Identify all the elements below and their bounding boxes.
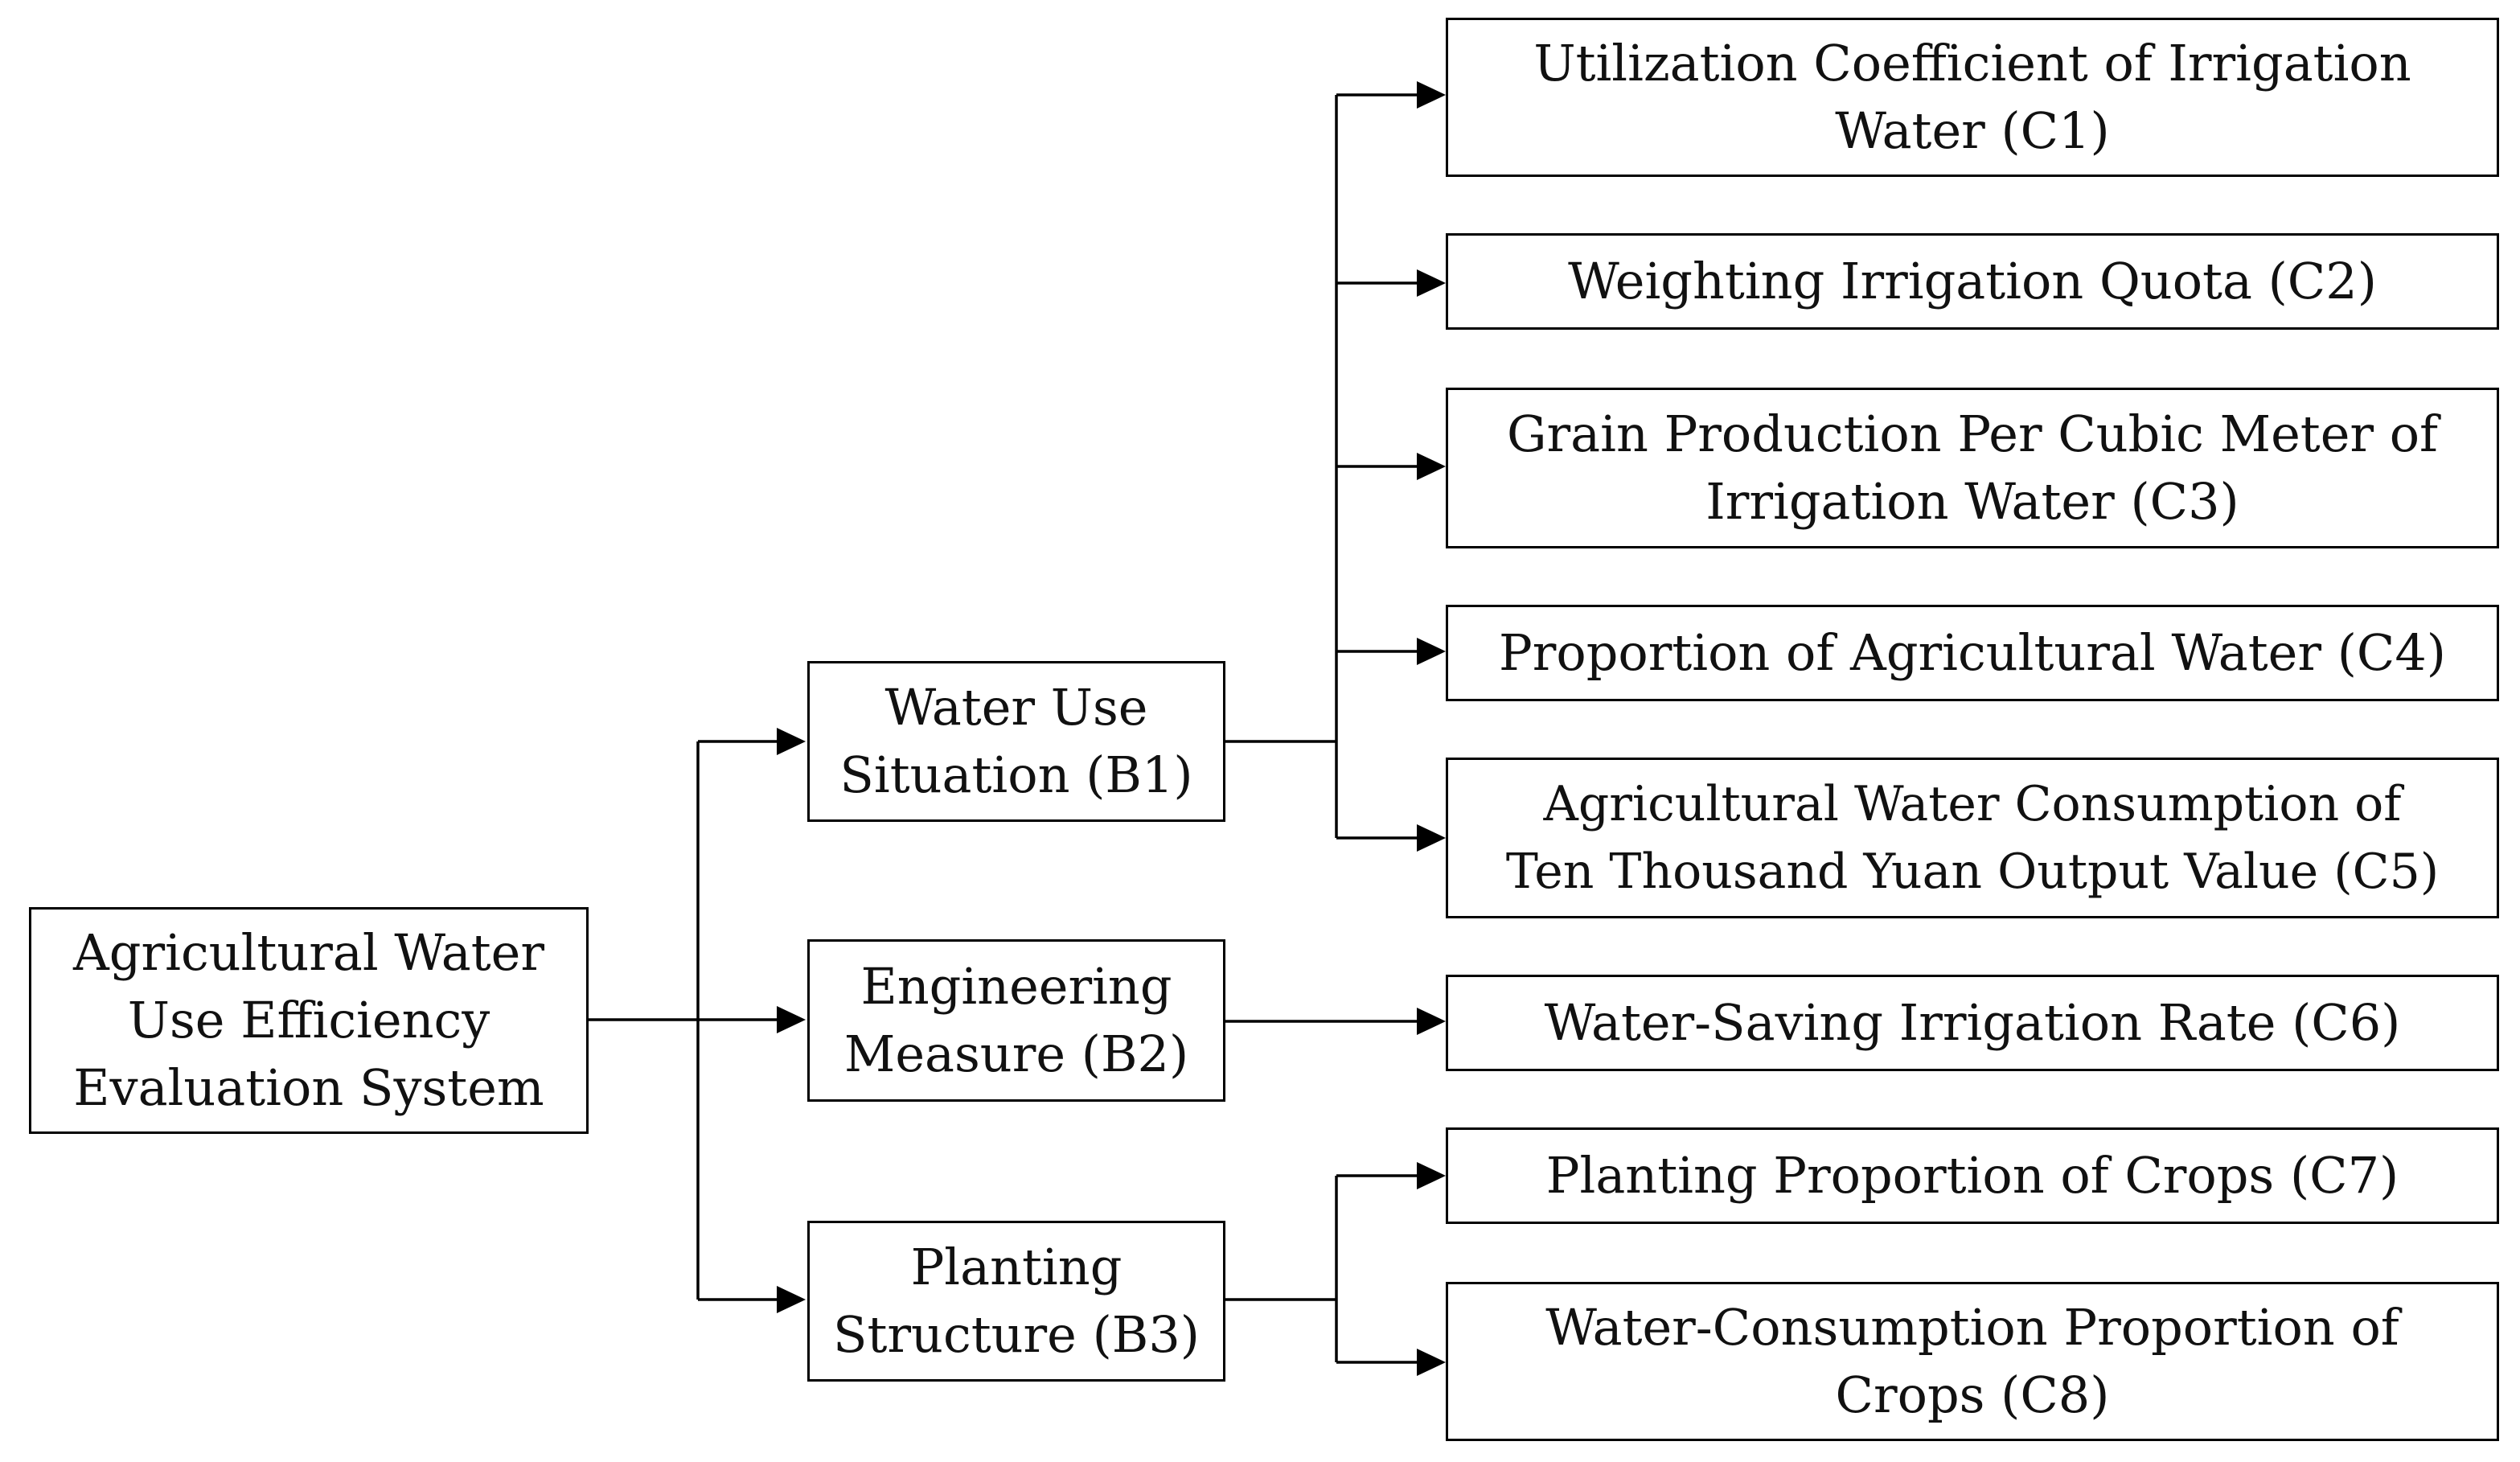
criterion-node-label: Planting Structure (B3) bbox=[833, 1238, 1200, 1364]
criterion-node-b1: Water Use Situation (B1) bbox=[807, 661, 1225, 822]
indicator-node-label: Grain Production Per Cubic Meter of Irri… bbox=[1506, 405, 2439, 531]
indicator-node-c7: Planting Proportion of Crops (C7) bbox=[1446, 1127, 2499, 1224]
root-node: Agricultural Water Use Efficiency Evalua… bbox=[29, 907, 589, 1134]
arrow-to-c5 bbox=[1417, 824, 1446, 852]
arrow-to-c3 bbox=[1417, 453, 1446, 480]
arrow-to-b3 bbox=[777, 1286, 806, 1313]
arrow-to-c4 bbox=[1417, 638, 1446, 665]
criterion-node-label: Engineering Measure (B2) bbox=[843, 957, 1189, 1083]
indicator-node-label: Planting Proportion of Crops (C7) bbox=[1545, 1146, 2399, 1205]
indicator-node-c4: Proportion of Agricultural Water (C4) bbox=[1446, 605, 2499, 701]
indicator-node-c1: Utilization Coefficient of Irrigation Wa… bbox=[1446, 18, 2499, 177]
connector-b1-to-indicators bbox=[1225, 93, 1418, 840]
arrow-to-c7 bbox=[1417, 1162, 1446, 1189]
indicator-node-label: Proportion of Agricultural Water (C4) bbox=[1499, 623, 2446, 682]
criterion-node-b2: Engineering Measure (B2) bbox=[807, 939, 1225, 1102]
indicator-node-label: Water-Saving Irrigation Rate (C6) bbox=[1544, 993, 2401, 1052]
root-node-label: Agricultural Water Use Efficiency Evalua… bbox=[73, 923, 544, 1117]
criterion-node-label: Water Use Situation (B1) bbox=[839, 678, 1193, 804]
indicator-node-label: Utilization Coefficient of Irrigation Wa… bbox=[1533, 34, 2411, 160]
indicator-node-c6: Water-Saving Irrigation Rate (C6) bbox=[1446, 975, 2499, 1071]
arrow-to-b2 bbox=[777, 1006, 806, 1033]
indicator-node-c2: Weighting Irrigation Quota (C2) bbox=[1446, 233, 2499, 330]
arrow-to-c8 bbox=[1417, 1349, 1446, 1376]
arrow-to-c1 bbox=[1417, 81, 1446, 109]
indicator-node-c5: Agricultural Water Consumption of Ten Th… bbox=[1446, 758, 2499, 918]
criterion-node-b3: Planting Structure (B3) bbox=[807, 1221, 1225, 1382]
arrow-to-c2 bbox=[1417, 269, 1446, 297]
indicator-node-c3: Grain Production Per Cubic Meter of Irri… bbox=[1446, 388, 2499, 548]
indicator-node-label: Weighting Irrigation Quota (C2) bbox=[1568, 252, 2377, 310]
indicator-node-label: Water-Consumption Proportion of Crops (C… bbox=[1545, 1298, 2399, 1424]
connector-root-to-criteria bbox=[589, 740, 778, 1301]
arrow-to-b1 bbox=[777, 728, 806, 755]
indicator-node-c8: Water-Consumption Proportion of Crops (C… bbox=[1446, 1282, 2499, 1441]
arrow-to-c6 bbox=[1417, 1008, 1446, 1035]
indicator-node-label: Agricultural Water Consumption of Ten Th… bbox=[1505, 776, 2440, 900]
connector-b3-to-indicators bbox=[1225, 1174, 1418, 1364]
